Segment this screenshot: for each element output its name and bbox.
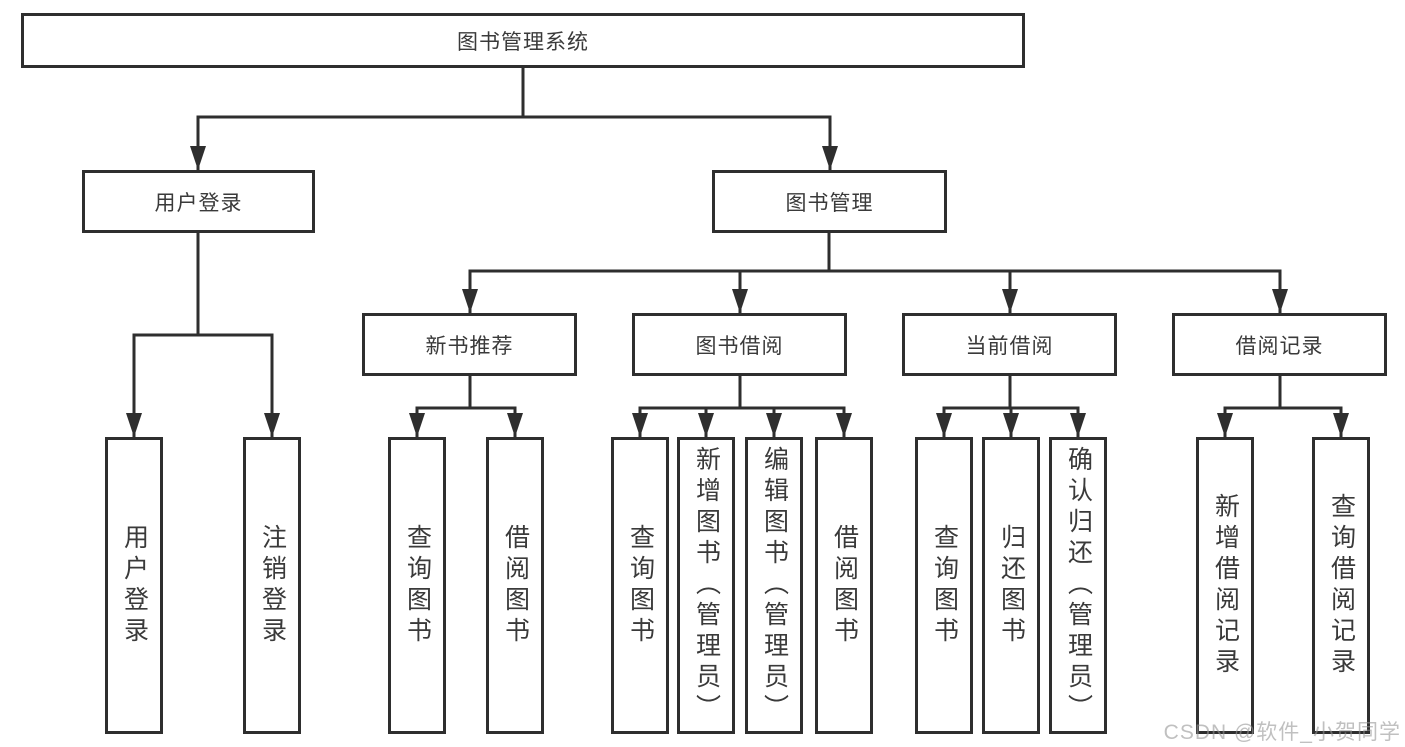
node-label: 图书借阅 — [695, 334, 784, 358]
node-label: 新增借阅记录 — [1211, 492, 1240, 679]
connector-current-borrowing — [936, 376, 1086, 437]
leaf-bb-edit-books-admin: 编辑图书（管理员） — [745, 437, 803, 734]
node-user-login: 用户登录 — [82, 170, 315, 233]
leaf-bb-add-books-admin: 新增图书（管理员） — [677, 437, 735, 734]
node-book-borrowing: 图书借阅 — [632, 313, 847, 376]
node-label: 归还图书 — [997, 523, 1026, 648]
node-book-management: 图书管理 — [712, 170, 947, 233]
connector-user-login — [126, 233, 280, 437]
node-current-borrowing: 当前借阅 — [902, 313, 1117, 376]
leaf-br-add-record: 新增借阅记录 — [1196, 437, 1254, 734]
node-label: 编辑图书（管理员） — [760, 446, 789, 725]
node-label: 查询图书 — [403, 523, 432, 648]
connector-book-management — [462, 233, 1288, 313]
node-label: 图书管理系统 — [457, 30, 589, 54]
csdn-watermark: CSDN @软件_小贺同学 — [1163, 721, 1401, 744]
node-label: 查询借阅记录 — [1327, 492, 1356, 679]
node-new-book-recommend: 新书推荐 — [362, 313, 577, 376]
leaf-bb-borrow-books: 借阅图书 — [815, 437, 873, 734]
node-label: 查询图书 — [626, 523, 655, 648]
leaf-cb-return-books: 归还图书 — [982, 437, 1040, 734]
node-label: 借阅记录 — [1235, 334, 1324, 358]
node-label: 用户登录 — [154, 191, 243, 215]
leaf-nb-borrow-books: 借阅图书 — [486, 437, 544, 734]
leaf-bb-query-books: 查询图书 — [611, 437, 669, 734]
leaf-nb-query-books: 查询图书 — [388, 437, 446, 734]
connector-root — [190, 66, 838, 170]
node-label: 图书管理 — [785, 191, 874, 215]
node-borrowing-records: 借阅记录 — [1172, 313, 1387, 376]
node-label: 确认归还（管理员） — [1064, 446, 1093, 725]
node-label: 借阅图书 — [830, 523, 859, 648]
node-library-system: 图书管理系统 — [21, 13, 1025, 68]
leaf-logout: 注销登录 — [243, 437, 301, 734]
connector-book-borrowing — [632, 376, 852, 437]
node-label: 新增图书（管理员） — [692, 446, 721, 725]
leaf-user-login: 用户登录 — [105, 437, 163, 734]
connector-borrowing-records — [1217, 376, 1349, 437]
node-label: 用户登录 — [120, 523, 149, 648]
leaf-cb-query-books: 查询图书 — [915, 437, 973, 734]
leaf-br-query-record: 查询借阅记录 — [1312, 437, 1370, 734]
node-label: 查询图书 — [930, 523, 959, 648]
node-label: 当前借阅 — [965, 334, 1054, 358]
node-label: 借阅图书 — [501, 523, 530, 648]
leaf-cb-confirm-return-admin: 确认归还（管理员） — [1049, 437, 1107, 734]
connector-new-book-recommend — [409, 376, 523, 437]
node-label: 注销登录 — [258, 523, 287, 648]
node-label: 新书推荐 — [425, 334, 514, 358]
